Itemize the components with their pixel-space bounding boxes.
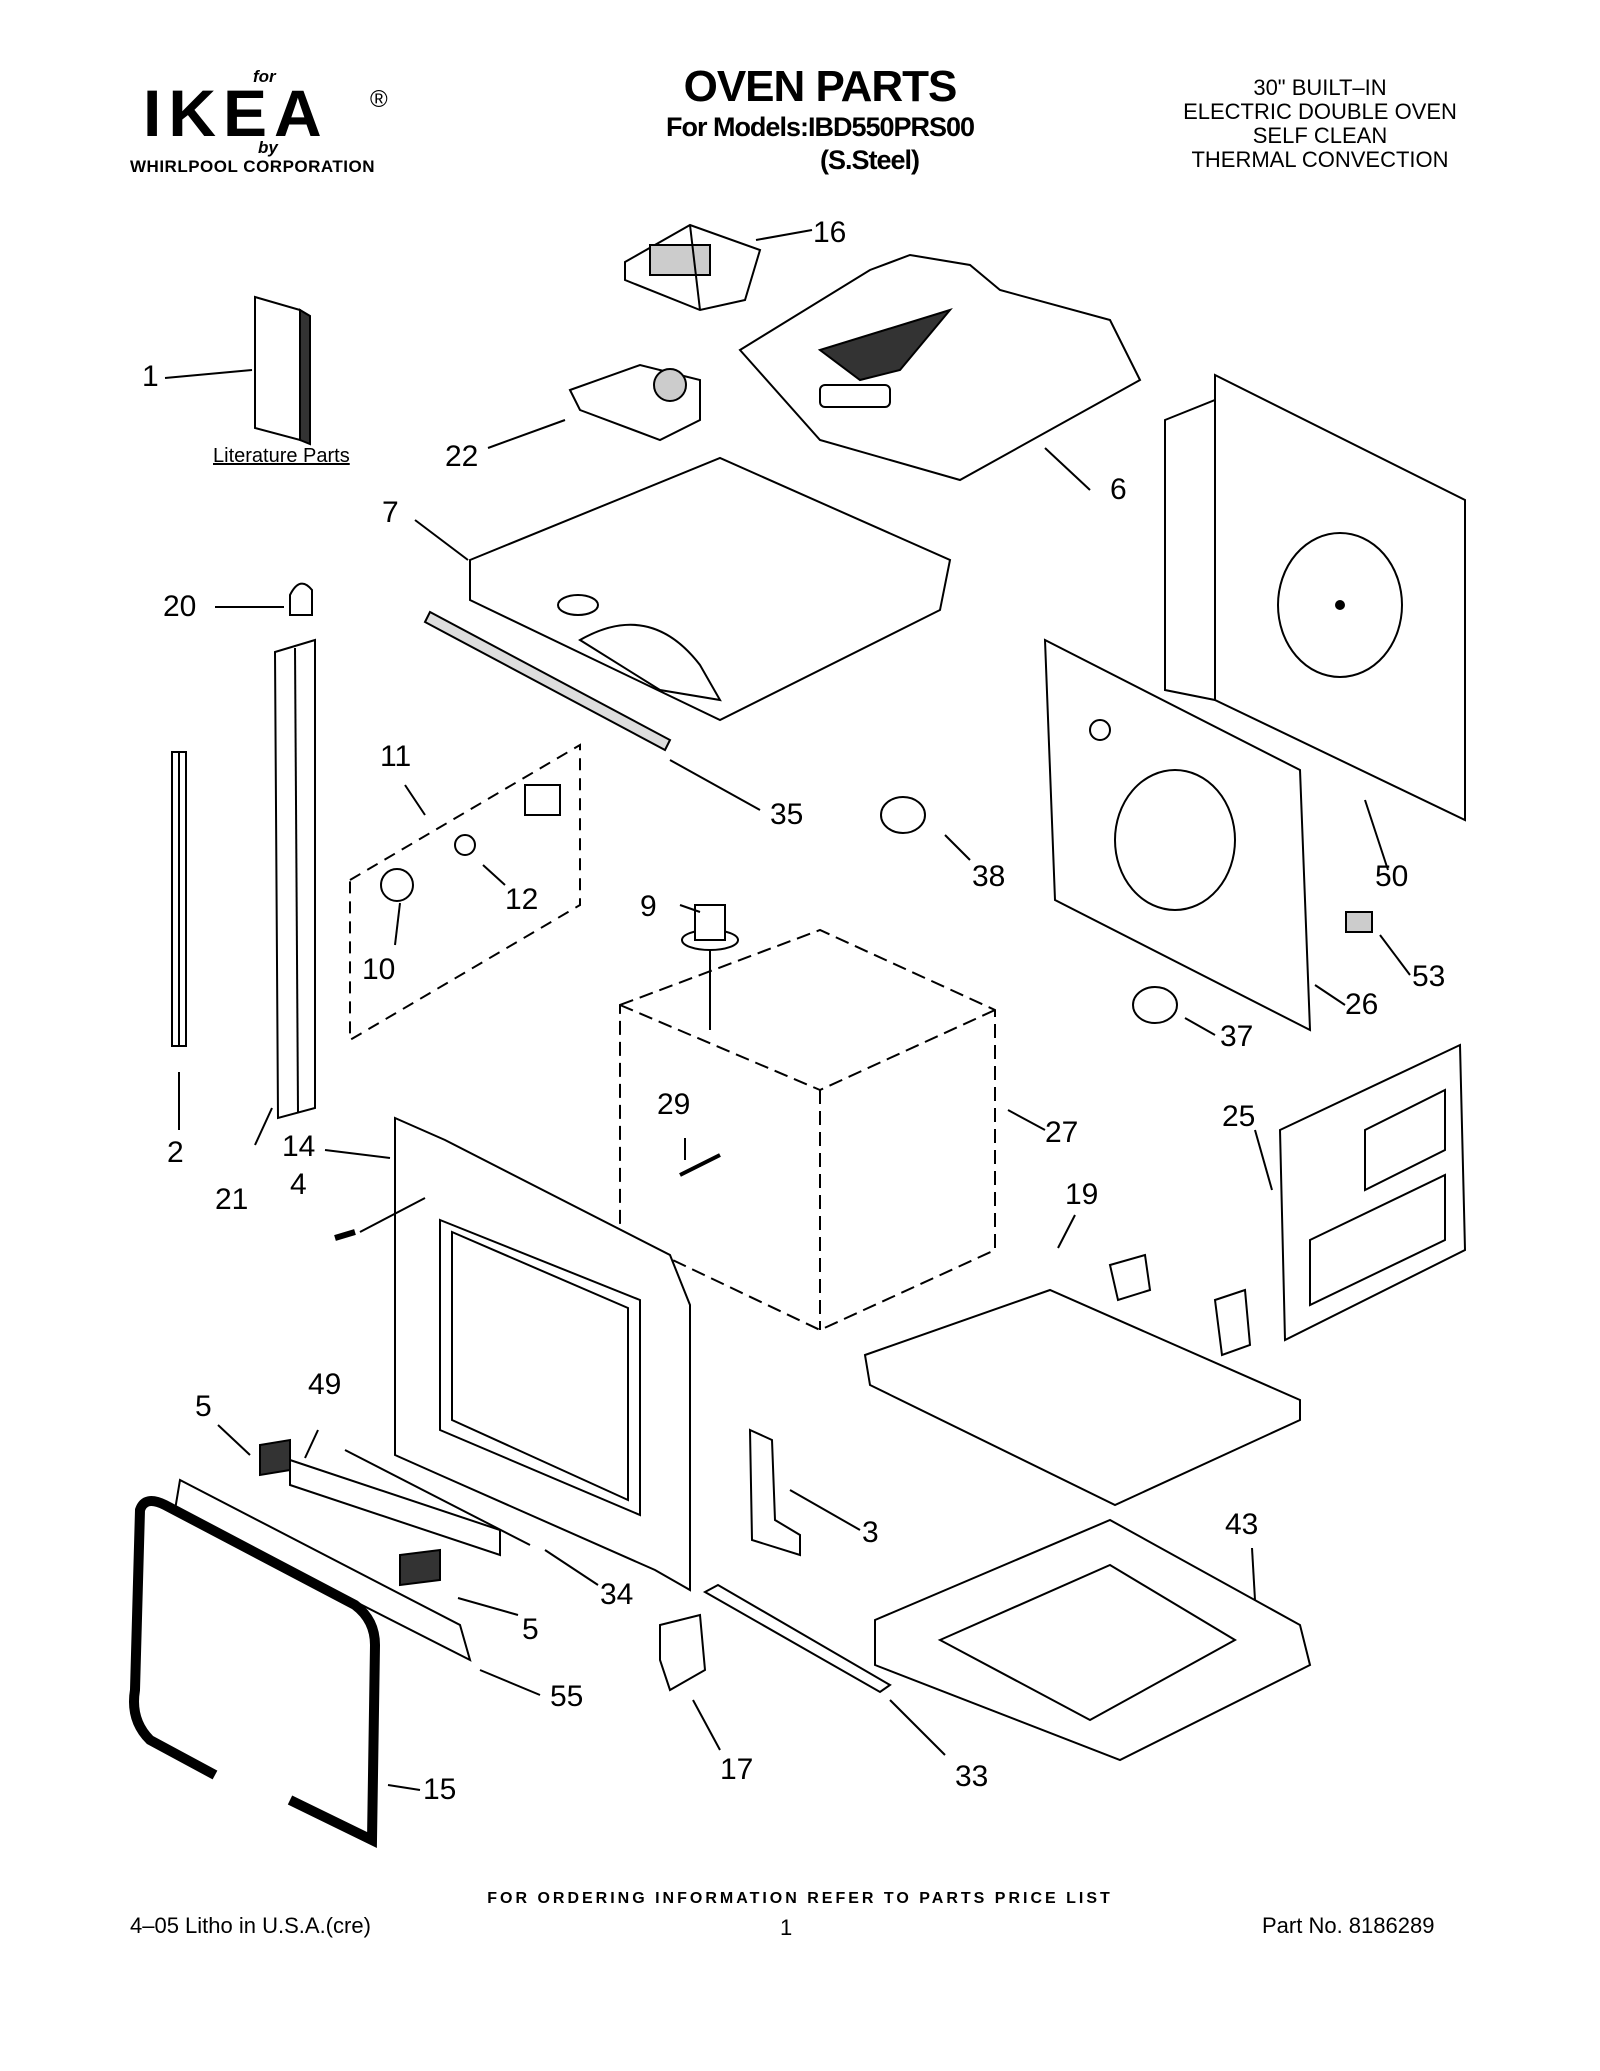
part-bottom-shelf bbox=[863, 1253, 1301, 1507]
part-end-cap bbox=[289, 582, 313, 616]
callout-label: 35 bbox=[770, 798, 804, 831]
callout-label: 3 bbox=[862, 1516, 879, 1549]
part-side-panel bbox=[1278, 1043, 1467, 1342]
callout-label: 6 bbox=[1110, 473, 1127, 506]
callout-label: 5 bbox=[522, 1613, 539, 1646]
callout-label: 34 bbox=[600, 1578, 634, 1611]
callout-label: 19 bbox=[1065, 1178, 1099, 1211]
callout-label: 17 bbox=[720, 1753, 754, 1786]
callout-label: 11 bbox=[380, 740, 412, 773]
callout-label: 49 bbox=[308, 1368, 342, 1401]
description-line: SELF CLEAN bbox=[1252, 123, 1388, 148]
callout-label: 22 bbox=[445, 440, 479, 473]
callout-label: 9 bbox=[640, 890, 657, 923]
part-screw bbox=[334, 1229, 356, 1241]
part-trim-strip bbox=[423, 610, 672, 752]
part-side-trim bbox=[171, 751, 187, 1047]
model-number: For Models:IBD550PRS00 bbox=[665, 112, 975, 142]
description-line: 30" BUILT–IN bbox=[1253, 75, 1387, 100]
part-oven-cavity bbox=[619, 904, 996, 1332]
callout-label: 26 bbox=[1345, 988, 1379, 1021]
part-front-frame bbox=[394, 1116, 691, 1592]
model-variant: (S.Steel) bbox=[820, 145, 920, 175]
part-number: Part No. 8186289 bbox=[1262, 1913, 1435, 1938]
callout-label: 43 bbox=[1225, 1508, 1259, 1541]
callout-label: 14 bbox=[282, 1130, 316, 1163]
callout-label: 27 bbox=[1045, 1116, 1079, 1149]
part-clip-53 bbox=[1345, 911, 1373, 933]
callout-label: 1 bbox=[142, 360, 159, 393]
description-line: ELECTRIC DOUBLE OVEN bbox=[1183, 99, 1457, 124]
callout-label: 15 bbox=[423, 1773, 457, 1806]
registered-mark: ® bbox=[370, 86, 388, 113]
callout-label: 21 bbox=[215, 1183, 249, 1216]
part-side-channel bbox=[273, 638, 316, 1120]
callout-label: 53 bbox=[1412, 960, 1446, 993]
callout-label: 7 bbox=[382, 496, 399, 529]
callout-label: 16 bbox=[813, 216, 847, 249]
callout-label: 20 bbox=[163, 590, 197, 623]
ikea-logo: IKEA bbox=[143, 76, 329, 150]
literature-parts-label: Literature Parts bbox=[213, 445, 350, 467]
litho-note: 4–05 Litho in U.S.A.(cre) bbox=[130, 1913, 371, 1938]
description-line: THERMAL CONVECTION bbox=[1191, 147, 1449, 172]
part-rear-inner-panel bbox=[1043, 638, 1312, 1032]
part-lamp-group bbox=[349, 743, 581, 1042]
part-top-panel bbox=[738, 253, 1142, 482]
part-oven-top-plate bbox=[469, 456, 952, 722]
part-rail bbox=[702, 1583, 892, 1694]
callout-label: 29 bbox=[657, 1088, 691, 1121]
part-bracket-38 bbox=[880, 796, 926, 834]
logo-corporation: WHIRLPOOL CORPORATION bbox=[130, 157, 376, 176]
ordering-note: FOR ORDERING INFORMATION REFER TO PARTS … bbox=[487, 1890, 1113, 1907]
callout-label: 10 bbox=[362, 953, 396, 986]
part-door-gasket bbox=[129, 1496, 381, 1848]
callout-label: 2 bbox=[167, 1136, 184, 1169]
callout-label: 37 bbox=[1220, 1020, 1254, 1053]
callout-label: 4 bbox=[290, 1168, 307, 1201]
callout-label: 25 bbox=[1222, 1100, 1256, 1133]
page-title: OVEN PARTS bbox=[683, 62, 958, 111]
callout-leaders bbox=[164, 229, 1411, 1791]
part-bracket-37 bbox=[1132, 986, 1178, 1024]
logo-by-text: by bbox=[258, 138, 278, 157]
callout-label: 55 bbox=[550, 1680, 584, 1713]
part-literature-booklet bbox=[254, 295, 311, 446]
logo-for-text: for bbox=[253, 67, 276, 86]
part-mount-bracket bbox=[659, 1613, 707, 1692]
callout-label: 33 bbox=[955, 1760, 989, 1793]
callout-label: 50 bbox=[1375, 860, 1409, 893]
part-back-panel bbox=[1164, 373, 1466, 822]
callout-label: 12 bbox=[505, 883, 539, 916]
part-switch-assembly bbox=[568, 363, 701, 442]
part-hinge bbox=[748, 1428, 801, 1557]
part-bottom-tray bbox=[874, 1518, 1312, 1762]
callout-label: 5 bbox=[195, 1390, 212, 1423]
callout-label: 38 bbox=[972, 860, 1006, 893]
part-lower-trim bbox=[173, 1438, 531, 1662]
product-description: 30" BUILT–IN ELECTRIC DOUBLE OVEN SELF C… bbox=[1130, 76, 1510, 172]
part-control-board bbox=[624, 223, 762, 312]
page-number: 1 bbox=[780, 1915, 793, 1940]
